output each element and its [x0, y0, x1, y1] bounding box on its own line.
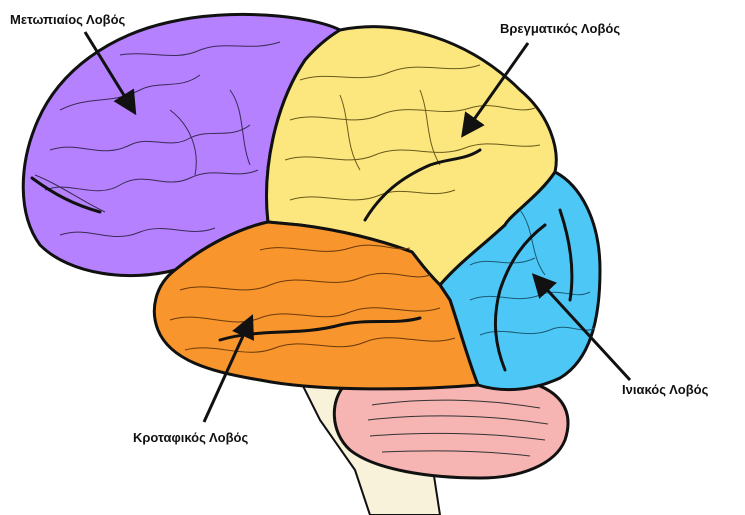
- frontal-lobe-label: Μετωπιαίος Λοβός: [10, 12, 125, 27]
- parietal-lobe-label: Βρεγματικός Λοβός: [500, 21, 620, 36]
- occipital-lobe-label: Ινιακός Λοβός: [622, 382, 708, 397]
- temporal-lobe-label: Κροταφικός Λοβός: [133, 430, 248, 445]
